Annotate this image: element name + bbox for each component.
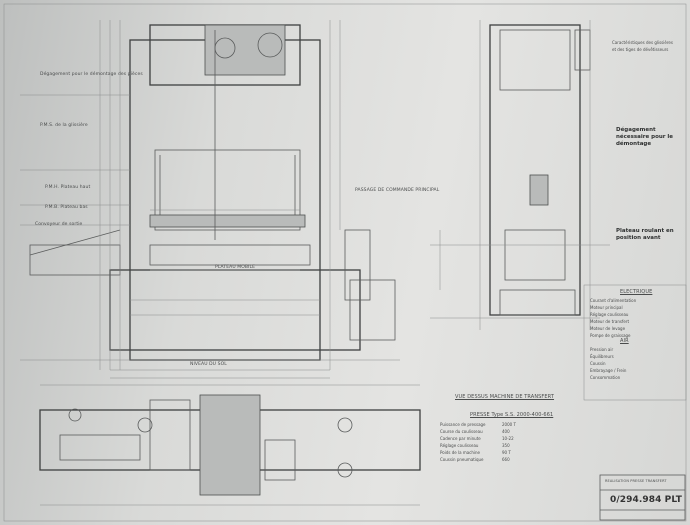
- spec-value: 660: [502, 457, 510, 462]
- front-view: [20, 20, 400, 379]
- spec-label: Moteur principal: [590, 305, 623, 310]
- note-top-left: Dégagement pour le démontage des pièces: [40, 72, 143, 77]
- spec-label: Poids de la machine: [440, 450, 481, 455]
- connecting-rod: [529, 174, 549, 206]
- spec-label: Pression air: [590, 347, 614, 352]
- label-cable: PASSAGE DE COMMANDE PRINCIPAL: [355, 188, 440, 193]
- spec-label: Coussin: [590, 361, 606, 366]
- base: [109, 269, 361, 351]
- spec-label: Équilibreurs: [590, 354, 614, 359]
- control-box: [344, 229, 371, 301]
- side-frame: [489, 24, 581, 316]
- spec-box: [583, 284, 687, 401]
- top-view-title: VUE DESSUS MACHINE DE TRANSFERT: [455, 394, 555, 400]
- title-block-header: REALISATION PRESSE TRANSFERT: [605, 479, 667, 483]
- flywheel: [257, 32, 283, 58]
- press-frame: [129, 39, 321, 361]
- slide: [154, 149, 301, 231]
- label-conveyor: Convoyeur de sortie: [35, 222, 83, 227]
- label-evacuation: Dégagement nécessaire pour le démontage: [616, 127, 674, 147]
- spec-row: Poids de la machine 90 T: [440, 450, 523, 457]
- spec-row: Pompe de graissage: [590, 333, 636, 340]
- drawing-number: 0/294.984 PLT: [610, 495, 682, 505]
- spec-label: Cadence par minute: [440, 436, 481, 441]
- label-bolster: PLATEAU MOBILE: [215, 265, 256, 270]
- spec-row: Courant d'alimentation: [590, 298, 636, 305]
- drive-motor: [204, 24, 286, 76]
- conveyor: [29, 244, 121, 276]
- spec-label: Réglage coulisseau: [590, 312, 629, 317]
- spec-label: Embrayage / Frein: [590, 368, 627, 373]
- spec-row: Réglage coulisseau: [590, 312, 636, 319]
- title-block: [599, 474, 686, 521]
- spec-row: Moteur de transfert: [590, 319, 636, 326]
- spec-row: Coussin: [590, 361, 626, 368]
- bolster-plate: [149, 244, 311, 266]
- side-bolster: [504, 229, 566, 281]
- label-pms: P.M.S. de la glissière: [40, 123, 88, 128]
- spec-row: Course du coulisseau 400: [440, 429, 523, 436]
- spec-value: 90 T: [502, 450, 511, 455]
- label-ground: NIVEAU DU SOL: [190, 362, 227, 367]
- spec-label: Puissance de pressage: [440, 422, 486, 427]
- spec-label: Moteur de levage: [590, 326, 626, 331]
- spec-row: Équilibreurs: [590, 354, 626, 361]
- spec-row: Moteur principal: [590, 305, 636, 312]
- spec-value: 2000 T: [502, 422, 516, 427]
- bolster-upper: [149, 214, 306, 228]
- spec-value: 10-22: [502, 436, 514, 441]
- electrique-title: ELECTRIQUE: [620, 289, 653, 295]
- label-plateau: Plateau roulant en position avant: [616, 228, 674, 241]
- spec-row: Puissance de pressage 2000 T: [440, 422, 523, 429]
- spec-value: 400: [502, 429, 510, 434]
- specs-rows: Puissance de pressage 2000 T Course du cou…: [440, 422, 523, 464]
- spec-label: Moteur de transfert: [590, 319, 630, 324]
- top-view: [39, 384, 421, 506]
- spec-label: Pompe de graissage: [590, 333, 631, 338]
- spec-label: Réglage coulisseau: [440, 443, 479, 448]
- sheet-border: [3, 3, 687, 522]
- spec-row: Consommation: [590, 375, 626, 382]
- spec-row: Coussin pneumatique 660: [440, 457, 523, 464]
- air-title: AIR: [620, 338, 629, 344]
- spec-row: Cadence par minute 10-22: [440, 436, 523, 443]
- spec-row: Pression air: [590, 347, 626, 354]
- spec-label: Courant d'alimentation: [590, 298, 637, 303]
- specs-title: PRESSE Type S.S. 2000-400-661: [470, 412, 554, 418]
- spec-label: Course du coulisseau: [440, 429, 483, 434]
- top-crown: [199, 394, 261, 496]
- spec-row: Embrayage / Frein: [590, 368, 626, 375]
- side-view: [430, 20, 610, 330]
- label-pmb: P.M.B. Plateau bas: [45, 205, 88, 210]
- spec-row: Moteur de levage: [590, 326, 636, 333]
- spec-row: Réglage coulisseau 350: [440, 443, 523, 450]
- spec-label: Consommation: [590, 375, 621, 380]
- specs-table: PRESSE Type S.S. 2000-400-661 Puissance …: [440, 412, 553, 464]
- label-pmh: P.M.H. Plateau haut: [45, 185, 91, 190]
- side-notes: Caractéristiques des glissières et des t…: [612, 40, 673, 52]
- spec-value: 350: [502, 443, 510, 448]
- spec-label: Coussin pneumatique: [440, 457, 484, 462]
